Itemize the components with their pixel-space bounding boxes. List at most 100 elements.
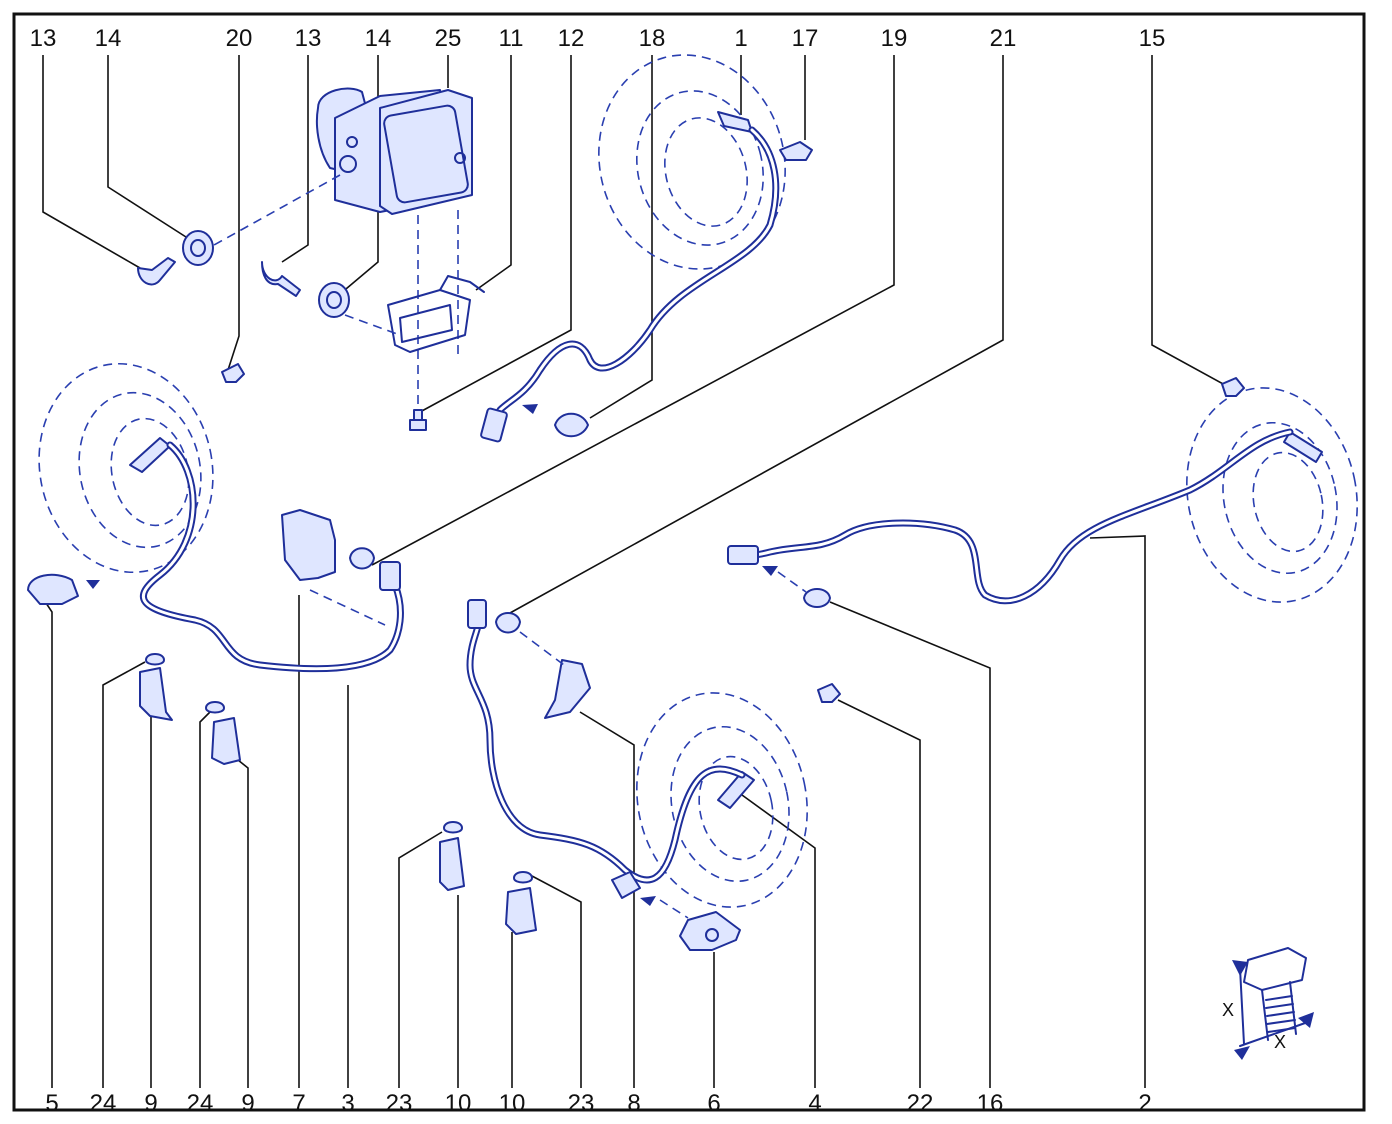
grommet-16-guide xyxy=(777,571,807,593)
bracket-9b xyxy=(211,717,241,765)
grommet-18 xyxy=(554,412,589,438)
callout-15: 15 xyxy=(1139,25,1166,52)
callout-12: 12 xyxy=(558,25,585,52)
leader-21 xyxy=(509,55,1004,614)
callout-16: 16 xyxy=(977,1090,1004,1117)
wheel-fr-mid xyxy=(636,90,764,246)
sensor-harness-rr-core xyxy=(736,430,1292,603)
wheel-rr-outer xyxy=(1186,387,1358,603)
bracket-6-hole xyxy=(705,928,719,942)
sensor-harness-rl xyxy=(466,621,746,884)
clip-set-10-23 xyxy=(439,821,537,935)
arrow-16 xyxy=(762,566,778,576)
leader-24-a xyxy=(102,661,146,1088)
abs-mount-guide-3 xyxy=(204,174,341,251)
bottom-callouts: 5 24 9 24 9 7 3 23 10 10 23 8 6 4 22 16 … xyxy=(45,1090,1151,1117)
callout-19: 19 xyxy=(881,25,908,52)
callout-3: 3 xyxy=(341,1090,354,1117)
dimension-arrow-top xyxy=(1232,960,1248,976)
leader-2 xyxy=(1089,535,1146,1088)
abs-port-3 xyxy=(454,152,466,164)
callout-23-b: 23 xyxy=(568,1090,595,1117)
leader-20 xyxy=(227,55,240,371)
callout-20: 20 xyxy=(226,25,253,52)
callout-21: 21 xyxy=(990,25,1017,52)
callout-7: 7 xyxy=(292,1090,305,1117)
bracket-8 xyxy=(544,659,591,719)
abs-hydraulic-unit xyxy=(204,87,473,410)
bracket-10a xyxy=(439,837,465,891)
mount-bolt-13a xyxy=(137,257,176,286)
leader-11 xyxy=(475,55,512,291)
leader-15 xyxy=(1151,55,1226,386)
bolt-dimension-detail: X X xyxy=(1222,947,1314,1060)
callout-6: 6 xyxy=(707,1090,720,1117)
harness-connector-fr xyxy=(480,407,508,443)
rear-left-wheel-assembly xyxy=(466,599,841,951)
callout-9-b: 9 xyxy=(241,1090,254,1117)
fastener-set-center xyxy=(261,261,427,431)
bracket-8-guide xyxy=(519,631,569,669)
callout-18: 18 xyxy=(639,25,666,52)
bracket-6 xyxy=(679,911,741,951)
sensor-harness-rl-core xyxy=(468,623,744,882)
callout-17: 17 xyxy=(792,25,819,52)
wheel-speed-sensor-1 xyxy=(717,111,753,133)
wheel-speed-sensor-rl xyxy=(717,771,755,809)
callout-4: 4 xyxy=(808,1090,821,1117)
callout-9-a: 9 xyxy=(144,1090,157,1117)
fastener-set-left xyxy=(137,230,214,286)
callout-25: 25 xyxy=(435,25,462,52)
wheel-speed-sensor-fl xyxy=(129,437,171,473)
clip-24b xyxy=(205,701,225,714)
sensor-bolt-22 xyxy=(817,683,841,703)
leader-18 xyxy=(589,55,653,419)
clip-23a xyxy=(443,821,463,834)
dimension-arrow-right xyxy=(1298,1012,1314,1028)
arrow-6 xyxy=(640,896,656,906)
dimension-label-x-right: X xyxy=(1274,1032,1286,1052)
harness-connector-rl xyxy=(467,599,487,629)
grommet-21 xyxy=(495,612,521,634)
grommet-19 xyxy=(349,547,375,570)
wheel-rr-inner xyxy=(1252,451,1324,553)
abs-port-2 xyxy=(346,136,358,148)
bracket-7-guide xyxy=(309,589,386,626)
callout-1: 1 xyxy=(734,25,747,52)
callout-13-a: 13 xyxy=(30,25,57,52)
leader-5 xyxy=(43,599,53,1088)
clip-set-9-24 xyxy=(139,653,241,765)
bracket-slot xyxy=(399,304,453,343)
silent-block-14b-inner xyxy=(326,291,342,309)
leader-13-a xyxy=(42,55,141,269)
leader-16 xyxy=(829,601,991,1088)
wheel-rl-outer xyxy=(636,692,808,908)
leader-23-b xyxy=(531,875,582,1088)
arrow-5 xyxy=(86,580,100,589)
callout-11: 11 xyxy=(499,25,524,52)
top-callouts: 13 14 20 13 14 25 11 12 18 1 17 19 21 15 xyxy=(30,25,1166,52)
callout-8: 8 xyxy=(627,1090,640,1117)
silent-block-14a-inner xyxy=(190,239,206,257)
harness-connector-rr xyxy=(727,545,759,565)
bracket-7 xyxy=(281,509,336,581)
abs-ecu-cover xyxy=(383,104,469,204)
leader-9-b xyxy=(237,759,249,1088)
sensor-bolt-17 xyxy=(779,141,813,161)
callout-14-b: 14 xyxy=(365,25,392,52)
clip-rl-sleeve xyxy=(611,871,641,899)
front-left-wheel-assembly xyxy=(27,362,404,673)
callout-23-a: 23 xyxy=(386,1090,413,1117)
bracket-10b xyxy=(505,887,537,935)
callout-10-b: 10 xyxy=(499,1090,526,1117)
harness-connector-fl xyxy=(379,561,401,591)
leader-22 xyxy=(837,699,921,1088)
mount-bolt-13b xyxy=(261,261,301,297)
wheel-rl-inner xyxy=(698,755,774,861)
rear-right-wheel-assembly xyxy=(727,377,1358,608)
bracket-9a xyxy=(139,667,173,721)
front-right-wheel-assembly xyxy=(480,54,813,443)
sensor-harness-fl-core xyxy=(141,443,402,671)
bolt-12 xyxy=(409,409,427,431)
